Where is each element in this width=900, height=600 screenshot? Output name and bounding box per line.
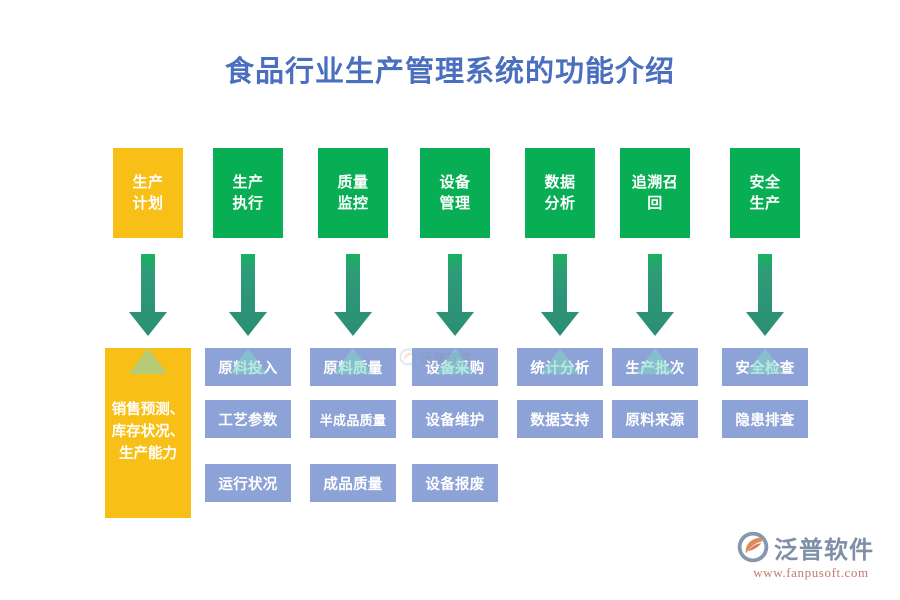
swoosh-logo-icon <box>737 531 769 563</box>
column-header-line: 生产 <box>132 173 164 191</box>
column-header-line: 生产 <box>749 195 781 212</box>
column-header-box[interactable]: 安全生产 <box>730 148 800 238</box>
column-header-line: 分析 <box>544 195 576 212</box>
column-header-box[interactable]: 生产执行 <box>213 148 283 238</box>
column-header-box[interactable]: 质量监控 <box>318 148 388 238</box>
column-item[interactable]: 隐患排查 <box>722 400 808 438</box>
column-item[interactable]: 原料投入 <box>205 348 291 386</box>
column-item-list: 设备采购设备维护设备报废 <box>412 348 498 516</box>
down-arrow-icon <box>433 254 477 342</box>
column-detail-line: 库存状况、 <box>111 424 185 441</box>
column-item[interactable]: 原料来源 <box>612 400 698 438</box>
column-item[interactable]: 数据支持 <box>517 400 603 438</box>
down-arrow-icon <box>331 254 375 342</box>
column-header-line: 回 <box>647 195 663 212</box>
brand-logo[interactable]: 泛普软件 www.fanpusoft.com <box>736 530 886 586</box>
column-detail-line: 销售预测、 <box>111 402 185 419</box>
column-header-line: 计划 <box>132 195 164 212</box>
column-item[interactable]: 工艺参数 <box>205 400 291 438</box>
column-item[interactable]: 生产批次 <box>612 348 698 386</box>
column-header-line: 设备 <box>439 173 471 191</box>
column-item[interactable]: 安全检查 <box>722 348 808 386</box>
column-header-line: 管理 <box>439 195 471 212</box>
column-item[interactable]: 统计分析 <box>517 348 603 386</box>
column-item-list: 安全检查隐患排查 <box>722 348 808 464</box>
column-header-line: 安全 <box>749 173 781 191</box>
column-header-line: 追溯召 <box>631 173 679 191</box>
column-header-box[interactable]: 追溯召回 <box>620 148 690 238</box>
down-arrow-icon <box>743 254 787 342</box>
column-header-line: 监控 <box>337 195 369 212</box>
down-arrow-icon <box>633 254 677 342</box>
column-detail-line: 生产能力 <box>119 445 177 462</box>
column-item[interactable]: 原料质量 <box>310 348 396 386</box>
column-detail-panel[interactable]: 销售预测、库存状况、生产能力 <box>105 348 191 518</box>
column-header-box[interactable]: 数据分析 <box>525 148 595 238</box>
column-item-list: 生产批次原料来源 <box>612 348 698 464</box>
column-item[interactable]: 半成品质量 <box>310 400 396 438</box>
column-header-line: 执行 <box>232 195 264 212</box>
column-header-line: 质量 <box>337 173 369 191</box>
column-item-list: 原料投入工艺参数运行状况 <box>205 348 291 516</box>
column-item[interactable]: 设备报废 <box>412 464 498 502</box>
down-arrow-icon <box>126 254 170 342</box>
column-header-box[interactable]: 生产计划 <box>113 148 183 238</box>
column-header-line: 数据 <box>544 173 576 191</box>
column-header-line: 生产 <box>232 173 264 191</box>
column-item[interactable]: 设备维护 <box>412 400 498 438</box>
column-header-box[interactable]: 设备管理 <box>420 148 490 238</box>
logo-url: www.fanpusoft.com <box>753 565 869 580</box>
column-item[interactable]: 运行状况 <box>205 464 291 502</box>
down-arrow-icon <box>538 254 582 342</box>
column-item-list: 统计分析数据支持 <box>517 348 603 464</box>
column-item[interactable]: 设备采购 <box>412 348 498 386</box>
logo-name: 泛普软件 <box>774 536 874 564</box>
column-item[interactable]: 成品质量 <box>310 464 396 502</box>
column-item-list: 原料质量半成品质量成品质量 <box>310 348 396 516</box>
page-title: 食品行业生产管理系统的功能介绍 <box>224 56 675 88</box>
down-arrow-icon <box>226 254 270 342</box>
